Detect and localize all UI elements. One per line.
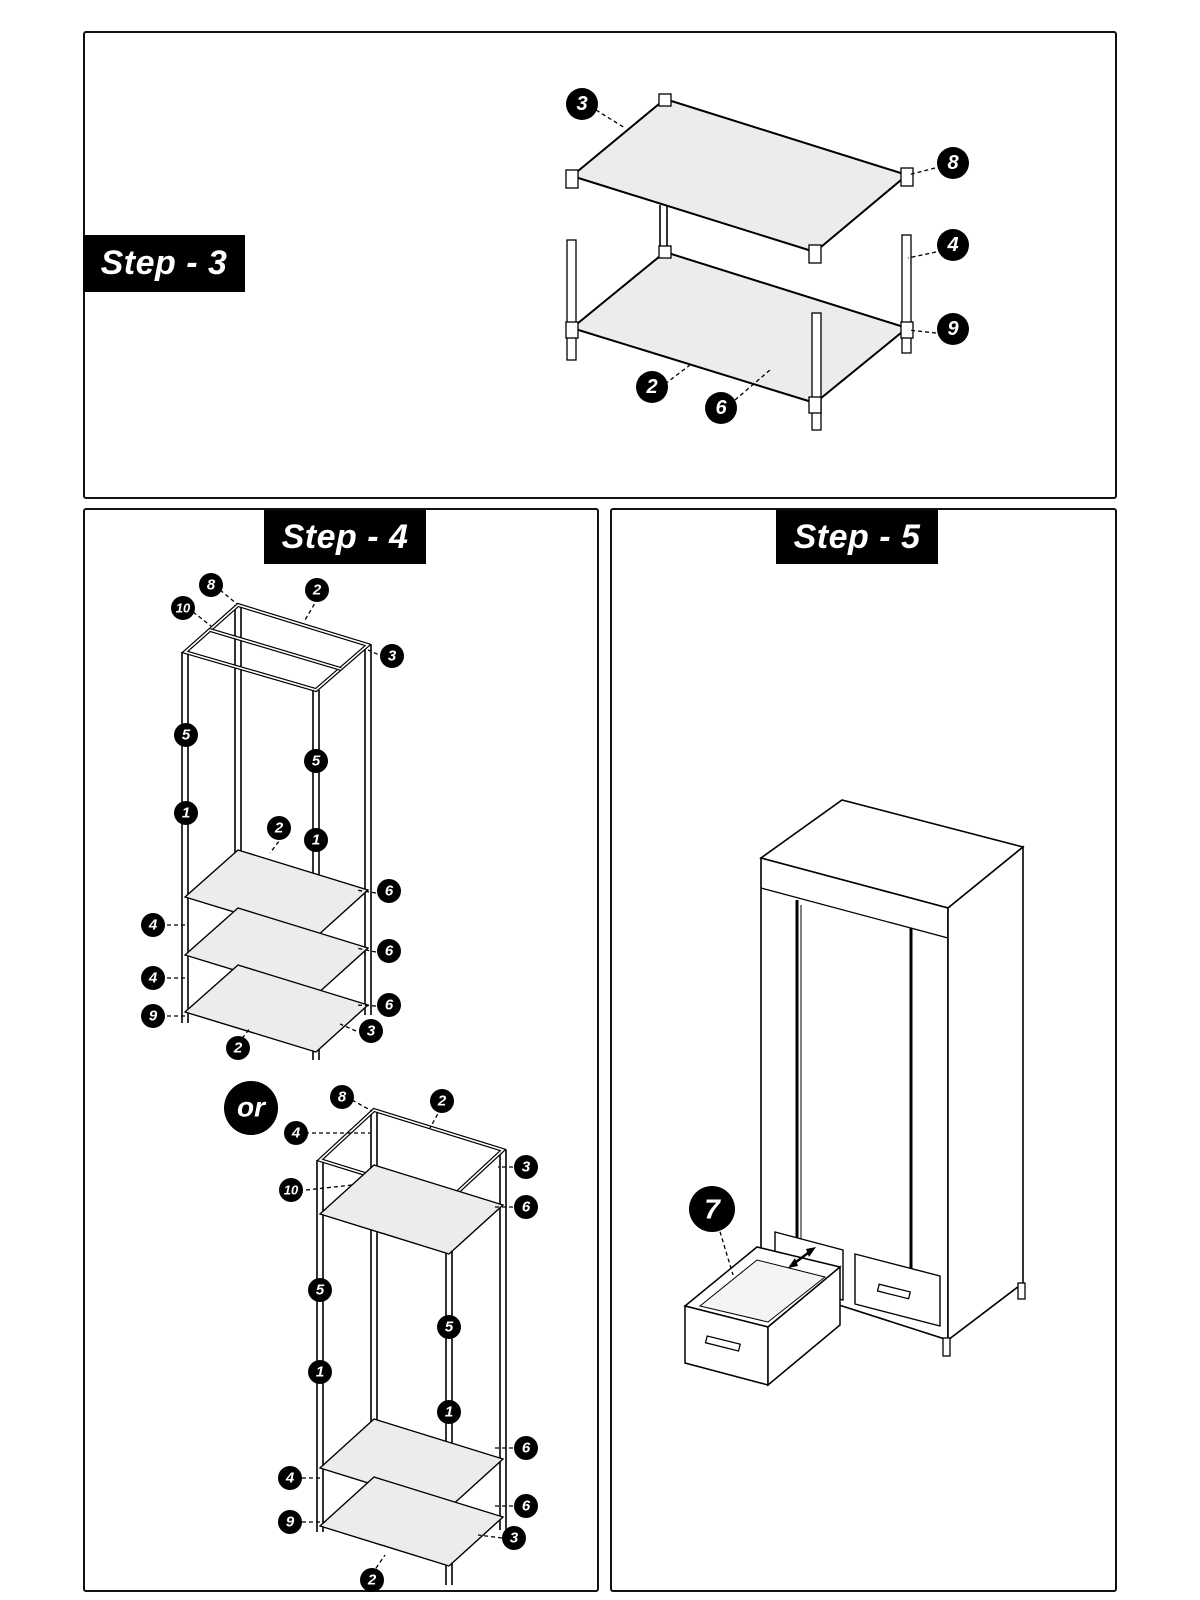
callout-5: 5: [437, 1315, 461, 1339]
svg-text:1: 1: [312, 832, 320, 849]
svg-text:8: 8: [207, 577, 216, 594]
callout-1: 1: [174, 801, 198, 825]
callout-10: 10: [171, 596, 195, 620]
callout-6: 6: [377, 939, 401, 963]
callout-1: 1: [304, 828, 328, 852]
svg-text:3: 3: [367, 1023, 376, 1040]
svg-text:2: 2: [437, 1093, 447, 1110]
svg-text:2: 2: [645, 376, 657, 398]
callout-8: 8: [330, 1085, 354, 1109]
callout-4: 4: [278, 1466, 302, 1490]
callout-2: 2: [430, 1089, 454, 1113]
callout-10: 10: [279, 1178, 303, 1202]
callout-4: 4: [141, 966, 165, 990]
callout-1: 1: [437, 1400, 461, 1424]
callout-6: 6: [514, 1195, 538, 1219]
svg-text:1: 1: [445, 1404, 453, 1421]
svg-text:6: 6: [385, 997, 394, 1014]
svg-text:1: 1: [182, 805, 190, 822]
callout-6: 6: [514, 1436, 538, 1460]
callout-1: 1: [308, 1360, 332, 1384]
svg-text:1: 1: [316, 1364, 324, 1381]
callout-8: 8: [937, 147, 969, 179]
callout-2: 2: [267, 816, 291, 840]
callout-6: 6: [514, 1494, 538, 1518]
svg-text:3: 3: [510, 1530, 519, 1547]
svg-text:5: 5: [316, 1282, 325, 1299]
svg-text:6: 6: [522, 1199, 531, 1216]
svg-text:2: 2: [274, 820, 284, 837]
callout-9: 9: [278, 1510, 302, 1534]
callout-6: 6: [377, 993, 401, 1017]
svg-text:3: 3: [576, 93, 587, 115]
callout-8: 8: [199, 573, 223, 597]
callout-2: 2: [360, 1568, 384, 1592]
svg-text:3: 3: [522, 1159, 531, 1176]
svg-text:2: 2: [367, 1572, 377, 1589]
step-4-panel: [83, 508, 599, 1592]
callout-5: 5: [308, 1278, 332, 1302]
callout-2: 2: [226, 1036, 250, 1060]
callout-2: 2: [305, 578, 329, 602]
svg-text:10: 10: [176, 601, 191, 616]
callout-3: 3: [502, 1526, 526, 1550]
callout-4: 4: [937, 229, 969, 261]
svg-text:4: 4: [946, 234, 958, 256]
callout-6: 6: [377, 879, 401, 903]
svg-text:4: 4: [148, 970, 158, 987]
svg-text:6: 6: [385, 883, 394, 900]
svg-text:6: 6: [522, 1498, 531, 1515]
svg-text:7: 7: [704, 1194, 721, 1225]
or-badge: or: [224, 1081, 278, 1135]
svg-text:5: 5: [312, 753, 321, 770]
svg-text:6: 6: [385, 943, 394, 960]
svg-text:8: 8: [338, 1089, 347, 1106]
svg-text:2: 2: [312, 582, 322, 599]
svg-text:4: 4: [291, 1125, 301, 1142]
svg-text:4: 4: [148, 917, 158, 934]
callout-3: 3: [514, 1155, 538, 1179]
step-4-label: Step - 4: [264, 510, 426, 564]
step-3-label: Step - 3: [83, 235, 245, 292]
callout-5: 5: [304, 749, 328, 773]
callout-4: 4: [141, 913, 165, 937]
step-5-label: Step - 5: [776, 510, 938, 564]
svg-text:3: 3: [388, 648, 397, 665]
svg-text:9: 9: [286, 1514, 295, 1531]
svg-text:9: 9: [149, 1008, 158, 1025]
callout-3: 3: [566, 88, 598, 120]
svg-text:8: 8: [947, 152, 959, 174]
callout-3: 3: [380, 644, 404, 668]
svg-text:5: 5: [445, 1319, 454, 1336]
svg-text:9: 9: [947, 318, 959, 340]
callout-4: 4: [284, 1121, 308, 1145]
callout-9: 9: [141, 1004, 165, 1028]
svg-text:6: 6: [522, 1440, 531, 1457]
svg-text:10: 10: [284, 1183, 299, 1198]
callout-6: 6: [705, 392, 737, 424]
svg-text:6: 6: [715, 397, 727, 419]
svg-text:or: or: [237, 1092, 267, 1123]
callout-2: 2: [636, 371, 668, 403]
callout-5: 5: [174, 723, 198, 747]
callout-9: 9: [937, 313, 969, 345]
svg-text:2: 2: [233, 1040, 243, 1057]
svg-text:5: 5: [182, 727, 191, 744]
svg-text:4: 4: [285, 1470, 295, 1487]
step-3-panel: [83, 31, 1117, 499]
callout-3: 3: [359, 1019, 383, 1043]
callout-7: 7: [689, 1186, 735, 1232]
